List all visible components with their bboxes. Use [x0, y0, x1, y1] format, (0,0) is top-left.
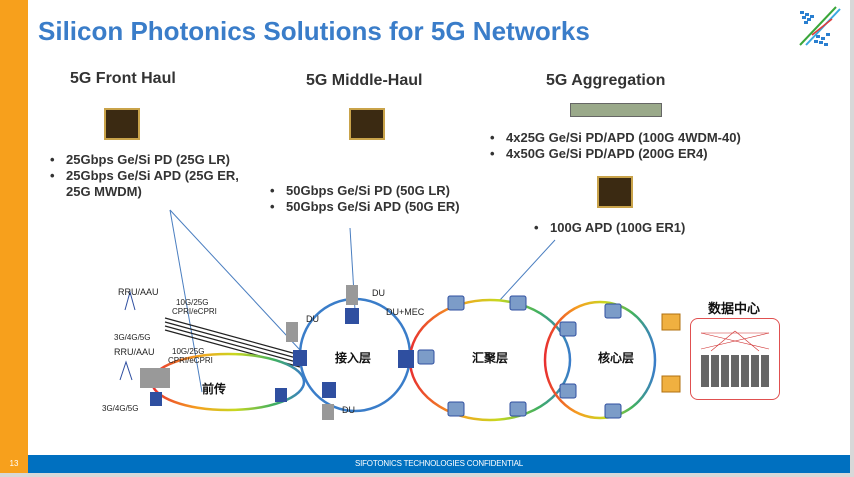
label-gen-2: 3G/4G/5G: [102, 404, 139, 413]
label-rru-1: RRU/AAU: [118, 287, 159, 297]
slide-edge-bottom: [0, 473, 854, 477]
chip-array-image: [570, 103, 662, 117]
label-cpri-1a: 10G/25G: [176, 298, 209, 307]
bullet-item: 25Gbps Ge/Si APD (25G ER,: [48, 168, 239, 184]
router-icons: [417, 295, 622, 419]
footer-confidential: SIFOTONICS TECHNOLOGIES CONFIDENTIAL: [28, 455, 850, 473]
label-du-2: DU: [372, 288, 385, 298]
datacenter-box: [690, 318, 780, 400]
label-du-mec: DU+MEC: [386, 307, 425, 317]
bullet-item: 100G APD (100G ER1): [532, 220, 685, 236]
bullet-item: 4x50G Ge/Si PD/APD (200G ER4): [488, 146, 741, 162]
label-aggregation-layer: 汇聚层: [472, 351, 509, 365]
section-heading-aggregation: 5G Aggregation: [546, 72, 666, 89]
label-fronthaul: 前传: [202, 382, 227, 396]
bullet-item: 50Gbps Ge/Si PD (50G LR): [268, 183, 460, 199]
network-diagram: [119, 209, 681, 422]
chip-image-fronthaul: [104, 108, 140, 140]
section-heading-fronthaul: 5G Front Haul: [70, 70, 176, 87]
label-du-1: DU: [306, 314, 319, 324]
section-heading-middlehaul: 5G Middle-Haul: [306, 72, 423, 89]
switch-icons: [150, 308, 414, 406]
label-cpri-2b: CPRI/eCPRI: [168, 356, 213, 365]
chip-image-aggregation: [597, 176, 633, 208]
sidebar-accent: [0, 0, 28, 473]
bullet-item: 4x25G Ge/Si PD/APD (100G 4WDM-40): [488, 130, 741, 146]
bullet-item: 50Gbps Ge/Si APD (50G ER): [268, 199, 460, 215]
server-icons: [140, 285, 358, 420]
bullet-item-continued: 25G MWDM): [66, 184, 142, 199]
label-access-layer: 接入层: [335, 351, 372, 365]
chip-image-middlehaul: [349, 108, 385, 140]
bullet-item: 25Gbps Ge/Si PD (25G LR): [48, 152, 239, 168]
label-rru-2: RRU/AAU: [114, 347, 155, 357]
label-datacenter: 数据中心: [708, 301, 761, 316]
page-number: 13: [9, 459, 19, 468]
company-logo: [799, 6, 841, 46]
slide-title: Silicon Photonics Solutions for 5G Netwo…: [38, 16, 590, 46]
slide-edge: [850, 0, 854, 477]
label-cpri-2a: 10G/25G: [172, 347, 205, 356]
label-gen-1: 3G/4G/5G: [114, 333, 151, 342]
label-du-3: DU: [342, 405, 355, 415]
label-core-layer: 核心层: [598, 351, 635, 365]
label-cpri-1b: CPRI/eCPRI: [172, 307, 217, 316]
datacenter-icon: [700, 330, 770, 387]
